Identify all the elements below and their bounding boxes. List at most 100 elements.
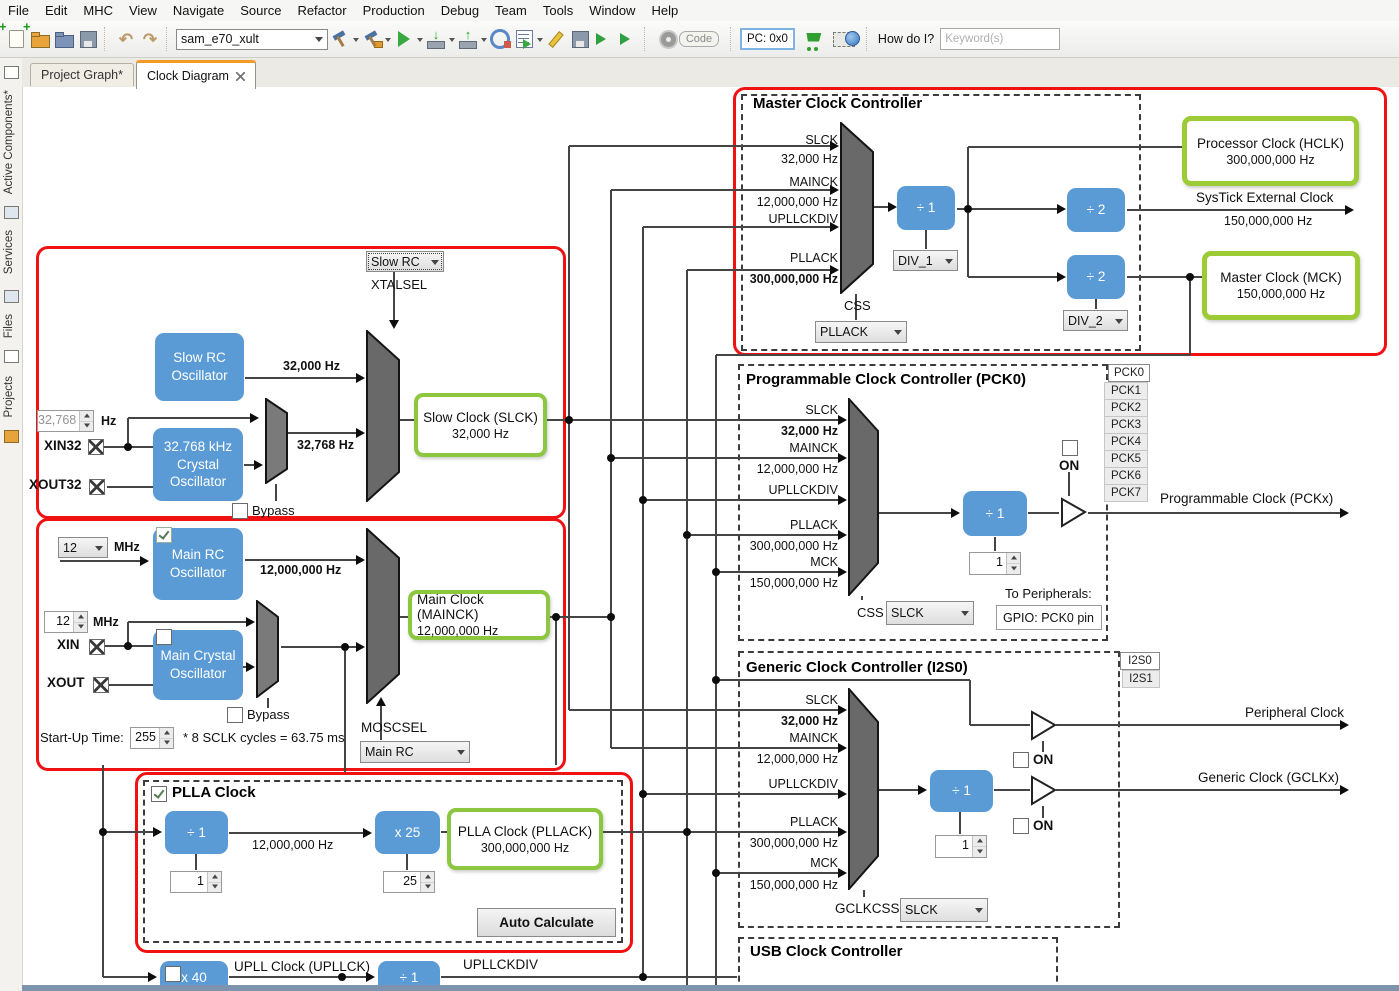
wire	[1068, 472, 1070, 496]
mcc-div2-select[interactable]: DIV_2	[1063, 310, 1128, 331]
debug-table-button[interactable]	[513, 26, 535, 52]
dropdown-arrow-icon[interactable]	[481, 38, 487, 45]
dropdown-arrow-icon[interactable]	[449, 38, 455, 45]
step-into-button[interactable]	[617, 26, 639, 52]
i2s-tab-0[interactable]: I2S0	[1120, 652, 1160, 670]
main-crystal-enable-checkbox[interactable]	[156, 629, 172, 645]
menu-edit[interactable]: Edit	[37, 3, 75, 18]
new-project-button[interactable]: +	[29, 26, 51, 52]
pck-tab-5[interactable]: PCK5	[1104, 450, 1148, 468]
run-button[interactable]	[393, 26, 415, 52]
spinner-arrows[interactable]	[207, 872, 221, 892]
store-button[interactable]	[803, 26, 825, 52]
redo-button[interactable]: ↷	[139, 26, 161, 52]
project-config-select[interactable]: sam_e70_xult	[176, 29, 328, 50]
xtalsel-select[interactable]: Slow RC	[366, 251, 444, 272]
gclk-div-spinner[interactable]: 1	[935, 835, 987, 858]
spinner-arrows[interactable]	[159, 728, 173, 748]
pck-tab-0[interactable]: PCK0	[1108, 364, 1150, 382]
pck-tab-1[interactable]: PCK1	[1104, 382, 1148, 400]
macro-button[interactable]	[545, 26, 567, 52]
pck-tab-3[interactable]: PCK3	[1104, 416, 1148, 434]
gclk-css-select[interactable]: SLCK	[900, 898, 988, 922]
main-rc-freq-select[interactable]: 12	[58, 537, 108, 558]
gclk-on1-checkbox[interactable]	[1013, 752, 1029, 768]
device-web-button[interactable]	[827, 26, 861, 52]
build-button[interactable]	[329, 26, 351, 52]
keyword-search-input[interactable]	[940, 28, 1060, 50]
menu-production[interactable]: Production	[355, 3, 433, 18]
xin32-checkbox[interactable]	[88, 439, 104, 455]
gclk-css-value: SLCK	[905, 903, 938, 917]
spinner-arrows[interactable]	[972, 836, 986, 857]
menu-view[interactable]: View	[121, 3, 165, 18]
pck-tab-4[interactable]: PCK4	[1104, 433, 1148, 451]
plla-mul-spinner[interactable]: 25	[383, 871, 435, 893]
mcc-presc-select[interactable]: DIV_1	[893, 250, 958, 271]
spinner-arrows[interactable]	[79, 411, 93, 431]
sidebar-tab-files[interactable]: Files	[3, 314, 15, 338]
upll-enable-checkbox[interactable]	[165, 966, 181, 982]
sidebar-tab-services[interactable]: Services	[3, 230, 15, 274]
step-over-button[interactable]	[593, 26, 615, 52]
plla-div-spinner[interactable]: 1	[170, 871, 222, 893]
dropdown-arrow-icon[interactable]	[353, 38, 359, 45]
cart-wheels-icon	[807, 47, 811, 51]
save-all-button[interactable]	[77, 26, 99, 52]
restore-window-icon[interactable]	[4, 66, 19, 79]
menu-help[interactable]: Help	[643, 3, 686, 18]
pck-tab-6[interactable]: PCK6	[1104, 467, 1148, 485]
sidebar-tab-projects[interactable]: Projects	[3, 376, 15, 418]
horizontal-scrollbar[interactable]	[22, 985, 1399, 991]
xout32-checkbox[interactable]	[89, 479, 105, 495]
slow-bypass-checkbox[interactable]	[232, 503, 248, 519]
mcc-css-select[interactable]: PLLACK	[815, 321, 907, 343]
pck-tab-2[interactable]: PCK2	[1104, 399, 1148, 417]
menu-mhc[interactable]: MHC	[75, 3, 121, 18]
menu-file[interactable]: File	[0, 3, 37, 18]
menu-window[interactable]: Window	[581, 3, 643, 18]
auto-calculate-button[interactable]: Auto Calculate	[477, 908, 616, 937]
menu-navigate[interactable]: Navigate	[165, 3, 232, 18]
sidebar-tab-active-components[interactable]: Active Components*	[3, 90, 15, 194]
main-bypass-checkbox[interactable]	[227, 707, 243, 723]
spinner-arrows[interactable]	[73, 612, 87, 632]
undo-button[interactable]: ↶	[115, 26, 137, 52]
open-project-button[interactable]	[53, 26, 75, 52]
i2s-tab-1[interactable]: I2S1	[1122, 670, 1160, 688]
pck-css-select[interactable]: SLCK	[886, 601, 974, 625]
menu-refactor[interactable]: Refactor	[289, 3, 354, 18]
dropdown-arrow-icon[interactable]	[417, 38, 423, 45]
xin-checkbox[interactable]	[89, 639, 105, 655]
generate-code-button[interactable]: Code	[655, 26, 725, 52]
spinner-arrows[interactable]	[420, 872, 434, 892]
pck-div-spinner[interactable]: 1	[969, 552, 1021, 575]
startup-time-spinner[interactable]: 255	[130, 727, 174, 749]
main-rc-enable-checkbox[interactable]	[156, 527, 172, 543]
xout-checkbox[interactable]	[93, 677, 109, 693]
close-icon[interactable]	[236, 72, 245, 81]
menu-team[interactable]: Team	[487, 3, 535, 18]
save-button[interactable]	[569, 26, 591, 52]
menu-tools[interactable]: Tools	[535, 3, 581, 18]
dropdown-arrow-icon[interactable]	[537, 38, 543, 45]
main-crystal-freq-spinner[interactable]: 12	[44, 611, 88, 633]
refresh-debug-button[interactable]	[489, 26, 511, 52]
read-device-button[interactable]: ↑	[457, 26, 479, 52]
menu-source[interactable]: Source	[232, 3, 289, 18]
slow-crystal-freq-spinner[interactable]: 32,768	[37, 410, 94, 432]
spinner-arrows[interactable]	[1006, 553, 1020, 574]
dropdown-arrow-icon[interactable]	[385, 38, 391, 45]
pck-tab-7[interactable]: PCK7	[1104, 484, 1148, 502]
gclk-on2-checkbox[interactable]	[1013, 818, 1029, 834]
moscsel-select[interactable]: Main RC	[360, 741, 470, 763]
clean-build-button[interactable]	[361, 26, 383, 52]
program-device-button[interactable]: ↓	[425, 26, 447, 52]
menu-debug[interactable]: Debug	[433, 3, 487, 18]
pc-register-box[interactable]: PC: 0x0	[740, 28, 795, 50]
tab-clock-diagram[interactable]: Clock Diagram	[136, 60, 256, 89]
tab-project-graph[interactable]: Project Graph*	[30, 63, 134, 86]
wire	[970, 724, 1030, 726]
pck-on-checkbox[interactable]	[1062, 440, 1078, 456]
plla-enable-checkbox[interactable]	[151, 786, 167, 802]
